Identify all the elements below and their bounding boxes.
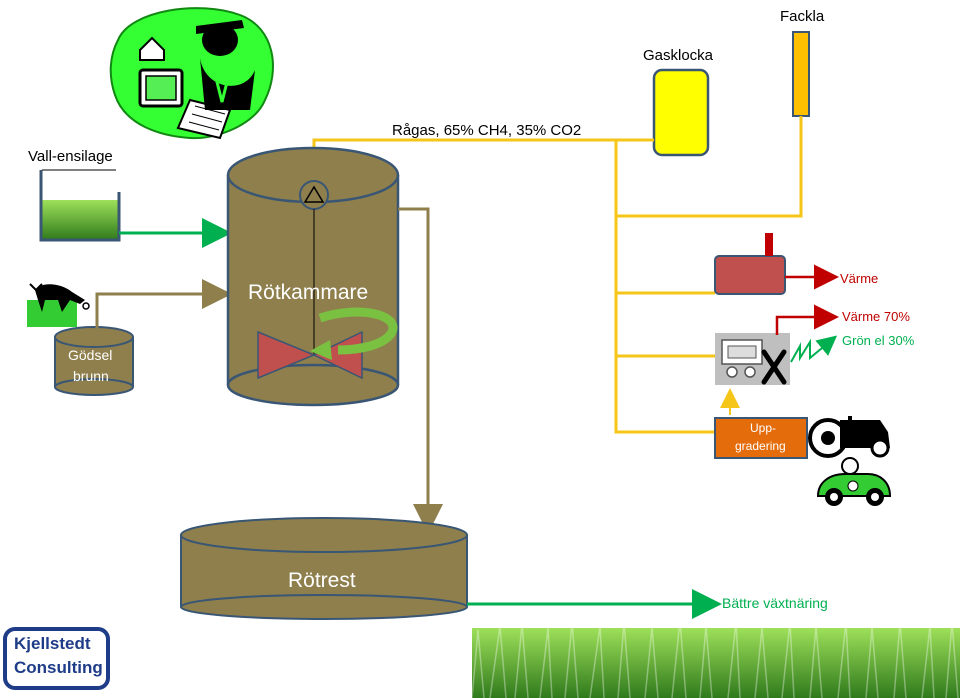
- silage-container: [39, 169, 121, 242]
- silage-label: Vall-ensilage: [28, 148, 113, 165]
- digester-label: Rötkammare: [248, 281, 369, 304]
- electricity-arrow: [790, 335, 838, 363]
- manure-pit-label-line2: brunn: [73, 368, 109, 384]
- boiler-chimney: [765, 233, 773, 256]
- digestate-storage: [180, 517, 468, 620]
- digestate-pipe: [398, 207, 443, 534]
- heat70-arrow: [775, 304, 839, 335]
- tractor-icon: [808, 416, 890, 458]
- heat70-label: Värme 70%: [842, 309, 910, 324]
- logo-line2: Consulting: [14, 658, 103, 677]
- gas-holder-label: Gasklocka: [643, 47, 714, 64]
- grass-field-icon: [471, 619, 960, 698]
- engine-icon: [715, 333, 790, 385]
- logo-frame: [3, 627, 110, 690]
- upgrading-label-line2: gradering: [735, 439, 786, 453]
- flare-label: Fackla: [780, 8, 825, 25]
- green-electricity-label: Grön el 30%: [842, 333, 915, 348]
- farmer-computer-clipart-icon: [109, 7, 274, 140]
- upgrading-label-line1: Upp-: [750, 421, 777, 435]
- digester-tank: [226, 146, 400, 407]
- digestate-label: Rötrest: [288, 569, 356, 592]
- manure-pit-label-line1: Gödsel: [68, 347, 113, 363]
- manure-pit: [54, 326, 134, 396]
- fertilizer-label: Bättre växtnäring: [722, 595, 828, 611]
- green-car-icon: [816, 457, 892, 506]
- cow-icon: [27, 283, 90, 327]
- logo-line1: Kjellstedt: [14, 634, 91, 653]
- upgrading-unit: [714, 417, 808, 459]
- gas-holder: [652, 68, 710, 157]
- manure-arrow: [95, 279, 232, 328]
- flare-stack: [792, 31, 810, 117]
- boiler: [714, 255, 786, 295]
- heat-label: Värme: [840, 271, 879, 286]
- raw-gas-label: Rågas, 65% CH4, 35% CO2: [392, 122, 582, 139]
